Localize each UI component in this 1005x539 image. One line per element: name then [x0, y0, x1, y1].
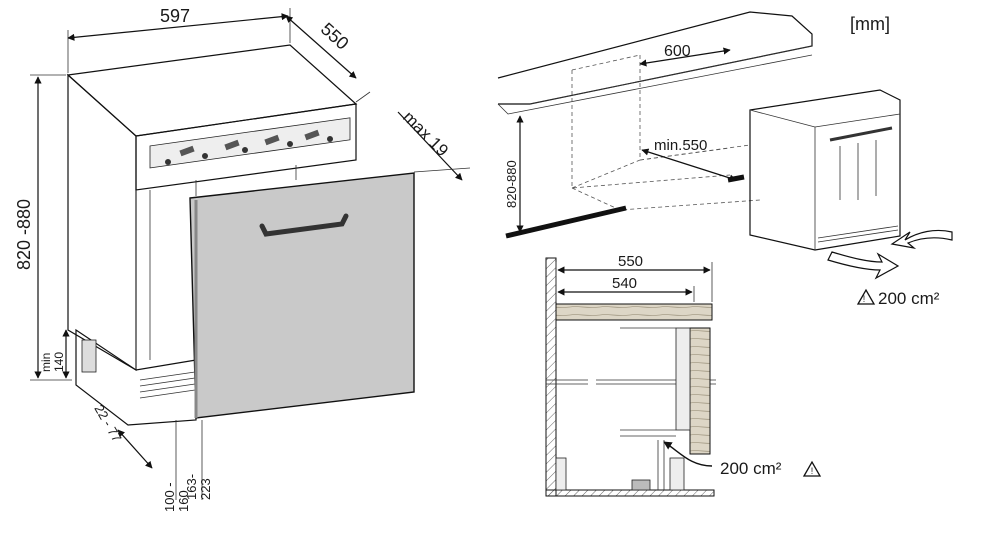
dim-plinth-depth-label: 22 - 77 — [91, 402, 124, 445]
vent-area-bottom-label: 200 cm² — [720, 459, 782, 478]
niche-min-depth-label: min.550 — [654, 137, 707, 154]
door-panel — [189, 172, 415, 419]
plinth — [75, 328, 197, 426]
airflow-in-arrow — [890, 229, 953, 249]
door-handle — [259, 213, 349, 237]
warning-icon — [856, 288, 876, 305]
wall — [545, 257, 557, 497]
dim-height-label: 820 -880 — [14, 199, 34, 270]
section-worktop — [555, 303, 713, 321]
niche-appliance-body — [749, 89, 901, 251]
cabinet-front-frame — [135, 103, 357, 191]
niche-height-label: 820-880 — [504, 160, 519, 208]
section-door — [689, 327, 711, 455]
svg-text:!: ! — [811, 466, 814, 476]
dim-plinth-a-label: 163-223 — [184, 474, 213, 500]
section-inner-depth-label: 540 — [612, 275, 637, 292]
niche-drawing: [mm] 600 min.550 820-880 — [497, 11, 953, 308]
dim-plinth-b-label: 100 -160 — [162, 482, 191, 512]
airflow-out-arrow — [827, 251, 900, 280]
appliance-drawing: 597 550 820 -880 max 19 min140 22 - 77 1… — [14, 6, 471, 512]
dim-plinth-height-label: min140 — [39, 352, 66, 372]
niche-width-label: 600 — [664, 43, 691, 60]
dim-width-label: 597 — [160, 6, 190, 26]
svg-text:!: ! — [863, 294, 866, 304]
vent-area-top-label: 200 cm² — [878, 289, 940, 308]
cabinet-left-side — [67, 73, 137, 372]
vent-area-top: ! 200 cm² — [856, 288, 940, 308]
dim-door-offset-label: max 19 — [399, 107, 452, 160]
warning-icon — [802, 460, 822, 477]
cabinet-top — [66, 44, 358, 137]
floor — [545, 489, 715, 497]
vent-area-bottom: 200 cm² ! — [720, 459, 822, 478]
worktop — [497, 11, 813, 105]
units-label: [mm] — [850, 14, 890, 34]
section-drawing: 550 540 200 cm² ! — [545, 253, 822, 497]
section-top-depth-label: 550 — [618, 253, 643, 270]
hinge-rail — [149, 117, 351, 169]
